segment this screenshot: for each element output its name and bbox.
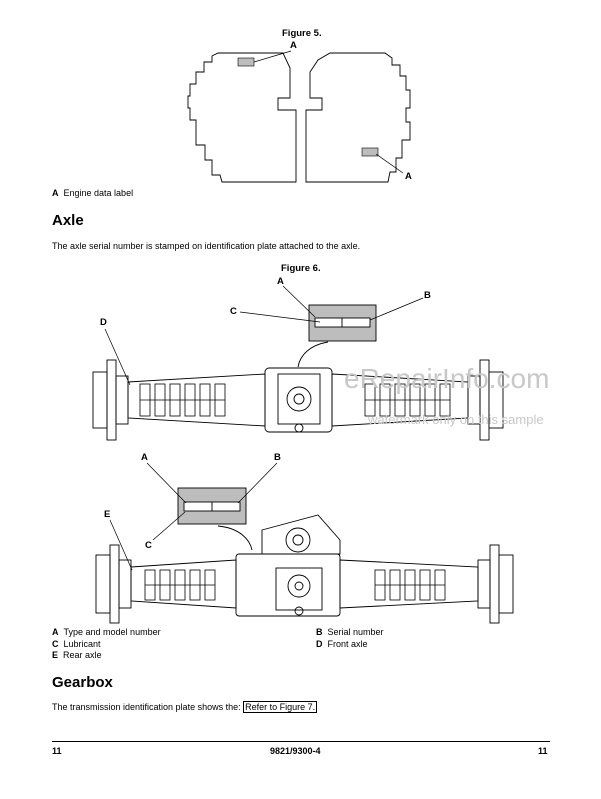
refer-to-figure7-link[interactable]: Refer to Figure 7.	[243, 701, 318, 713]
figure6-legend-a: A Type and model number	[52, 627, 161, 637]
footer-rule	[52, 741, 550, 742]
axle-body-text: The axle serial number is stamped on ide…	[52, 241, 361, 251]
figure6-legend-c: C Lubricant	[52, 638, 101, 649]
figure6-bottom-callout-b: B	[274, 452, 281, 463]
figure6-legend-left: A Type and model number C Lubricant E Re…	[52, 627, 161, 662]
figure6-bottom-callout-e: E	[104, 509, 111, 520]
figure6-bottom-callout-c: C	[145, 540, 152, 551]
gearbox-body-text: The transmission identification plate sh…	[52, 701, 318, 713]
figure5-legend-a: A Engine data label	[52, 188, 134, 198]
front-axle-diagram	[92, 285, 504, 441]
figure6-top-callout-d: D	[100, 317, 107, 328]
figure6-legend-d: D Front axle	[316, 638, 368, 649]
gearbox-heading: Gearbox	[52, 674, 113, 691]
figure6-title: Figure 6.	[281, 263, 321, 274]
figure6-bottom-callout-a: A	[141, 452, 148, 463]
figure6-legend-right: B Serial number D Front axle	[316, 627, 384, 650]
figure6-legend-e: E Rear axle	[52, 650, 102, 660]
figure5-callout-a-right: A	[405, 171, 412, 182]
engine-outline-diagram	[187, 50, 411, 183]
footer-page-right: 11	[538, 746, 548, 756]
figure6-legend-b: B Serial number	[316, 627, 384, 637]
rear-axle-diagram	[95, 462, 514, 624]
figure6-top-callout-c: C	[230, 306, 237, 317]
footer-page-left: 11	[52, 746, 62, 756]
figure6-top-callout-a: A	[277, 276, 284, 287]
figure5-title: Figure 5.	[282, 28, 322, 39]
watermark-brand: eRepairInfo.com	[344, 363, 550, 394]
figure5-callout-a-top: A	[290, 40, 297, 51]
figure6-top-callout-b: B	[424, 290, 431, 301]
footer-doc-number: 9821/9300-4	[270, 746, 321, 756]
gearbox-body-prefix: The transmission identification plate sh…	[52, 702, 244, 712]
axle-heading: Axle	[52, 212, 84, 229]
watermark-note: watermark only on this sample	[368, 412, 544, 427]
